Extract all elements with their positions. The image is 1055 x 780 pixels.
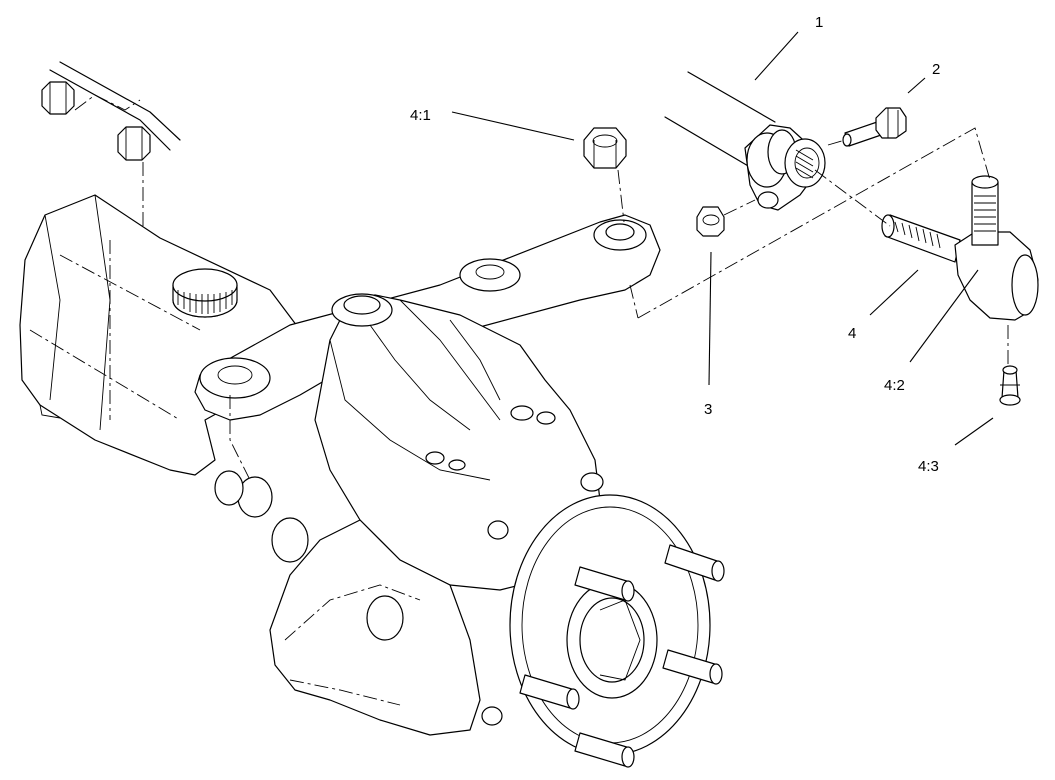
wheel-stud: [519, 674, 580, 710]
nut-centerline: [617, 169, 625, 223]
callout-1: 1: [815, 14, 823, 31]
filler-cap: [172, 268, 238, 318]
brake-housing: [214, 470, 481, 736]
leader-4-3: [954, 417, 994, 446]
assembly-centerline-c: [814, 169, 891, 227]
grease-nipple: [999, 365, 1021, 406]
wheel-hub: [509, 494, 725, 768]
assembly-centerline-a: [637, 127, 991, 319]
leader-4-1: [451, 111, 575, 141]
leader-2: [907, 77, 926, 94]
wheel-stud: [574, 566, 635, 602]
tie-rod-end: [881, 175, 1039, 321]
callout-4: 4: [848, 325, 856, 342]
callout-3: 3: [704, 401, 712, 418]
nut-3: [696, 206, 725, 237]
bolt-head-lower-left: [117, 126, 151, 161]
leader-4-2: [909, 269, 979, 363]
bolt-2: [842, 107, 907, 147]
callout-4-2: 4:2: [884, 377, 905, 394]
leader-4: [869, 269, 919, 316]
leader-1: [754, 31, 799, 81]
wheel-stud: [664, 544, 725, 582]
callout-2: 2: [932, 61, 940, 78]
nut-4-1: [583, 127, 627, 169]
wheel-stud: [574, 732, 635, 768]
leader-3: [708, 251, 712, 386]
assembly-centerline-b: [629, 284, 639, 319]
bolt-head-upper-left: [41, 81, 75, 115]
wheel-stud: [662, 649, 723, 685]
nut-3-centerline: [723, 199, 756, 216]
callout-4-1: 4:1: [410, 107, 431, 124]
bolt-centerline: [827, 139, 846, 146]
tie-rod: [664, 71, 826, 211]
callout-4-3: 4:3: [918, 458, 939, 475]
